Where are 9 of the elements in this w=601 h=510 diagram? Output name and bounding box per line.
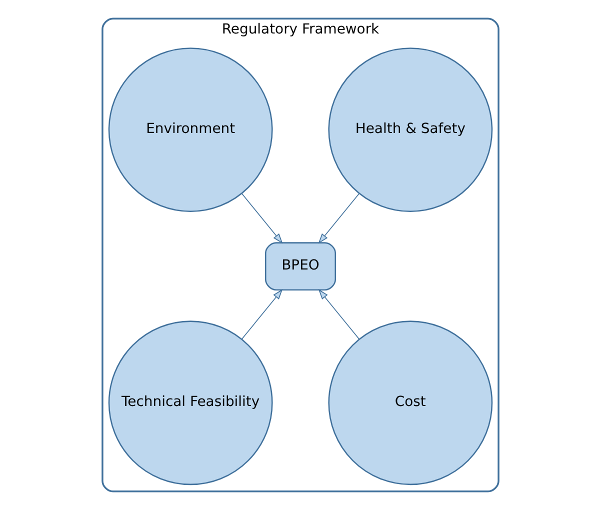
arrow — [318, 193, 360, 244]
node-circle: Cost — [328, 320, 493, 486]
node-circle: Technical Feasibility — [108, 320, 273, 486]
arrow — [241, 289, 283, 340]
arrow — [318, 289, 360, 340]
node-circle: Health & Safety — [328, 48, 493, 212]
node-box: BPEO — [264, 242, 336, 291]
node-circle: Environment — [108, 48, 273, 212]
arrow — [242, 193, 283, 244]
